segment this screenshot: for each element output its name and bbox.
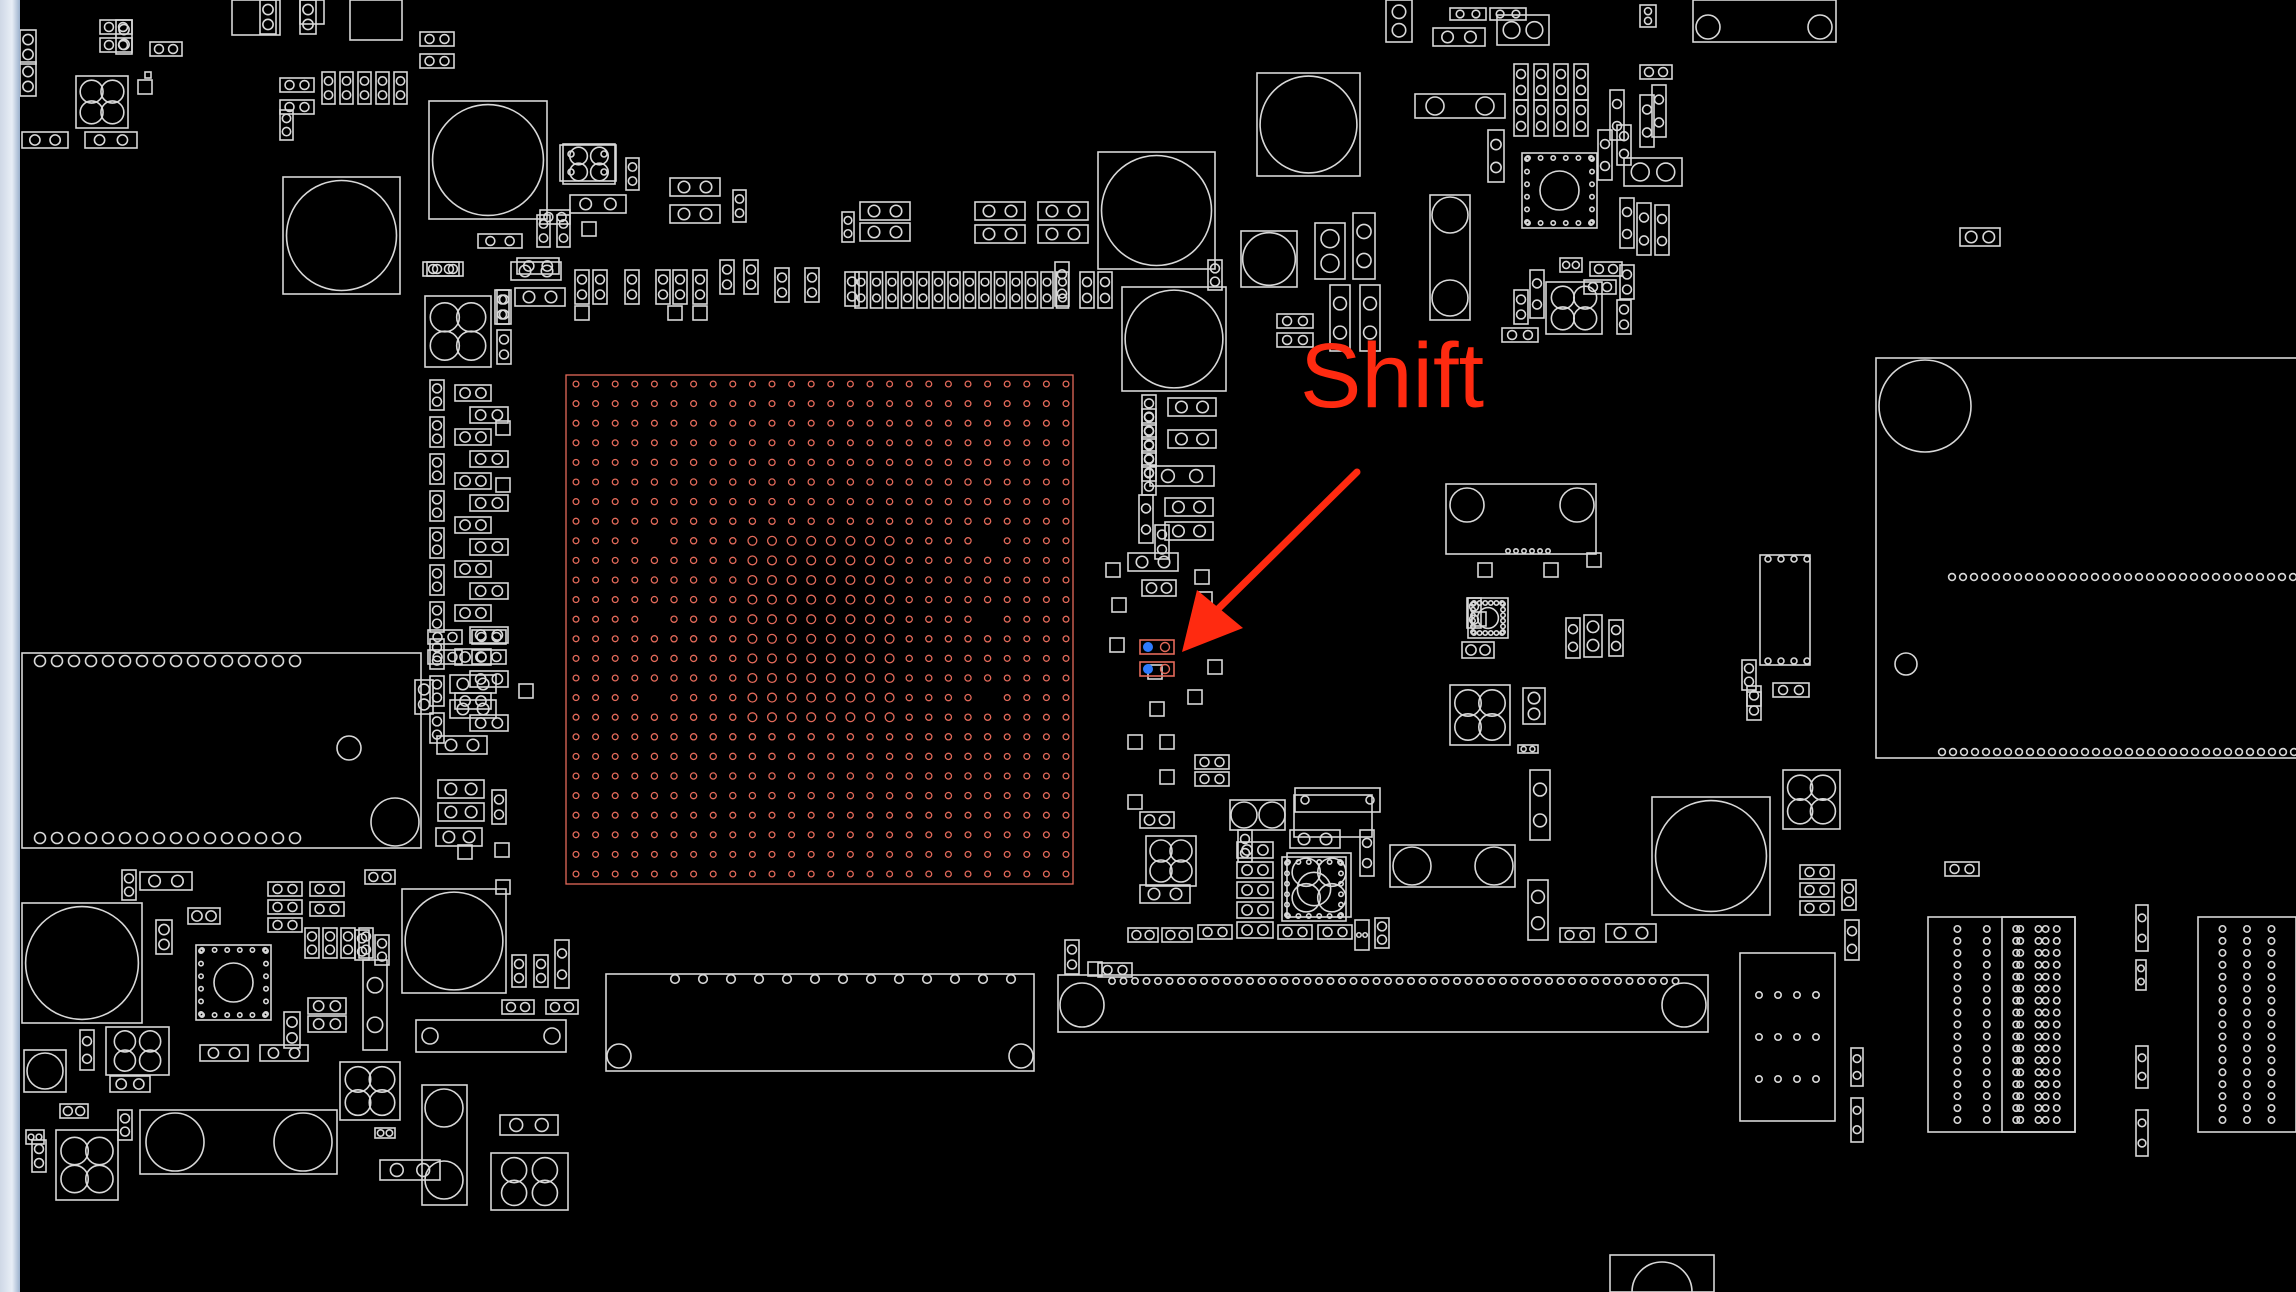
highlighted-pads[interactable] xyxy=(1139,639,1175,677)
selected-pad[interactable] xyxy=(1139,661,1175,677)
pcb-board-canvas[interactable] xyxy=(20,0,2296,1292)
arrow-icon xyxy=(1182,468,1361,652)
shift-annotation-label: Shift xyxy=(1300,325,1485,427)
component-outlines xyxy=(20,0,2296,1292)
left-edge-sidebar[interactable] xyxy=(0,0,20,1292)
bga-chip-footprint xyxy=(565,374,1074,885)
selected-pad[interactable] xyxy=(1139,639,1175,655)
